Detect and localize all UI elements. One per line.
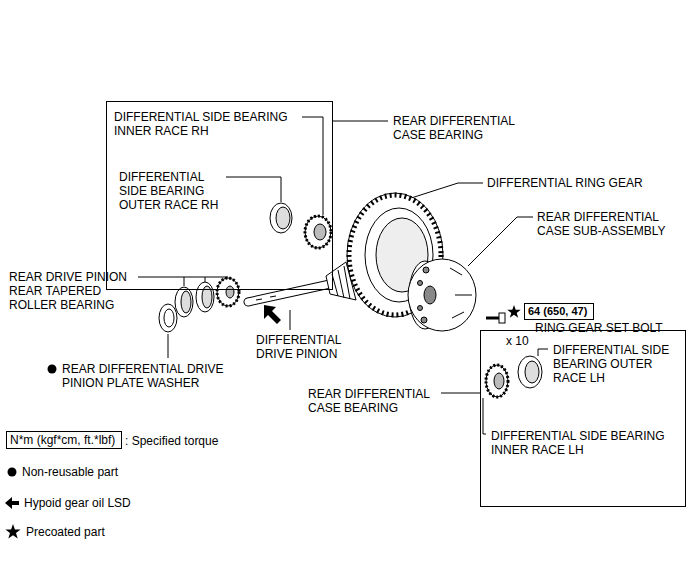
- rear-tapered-roller-bearing: [175, 278, 239, 317]
- part-label: REAR DIFFERENTIAL DRIVE PINION PLATE WAS…: [62, 362, 234, 390]
- drive-pinion: [248, 262, 356, 302]
- bearing-cone: [486, 365, 508, 397]
- precoated-star: [507, 305, 520, 318]
- pinion-shaft-face: [248, 284, 330, 302]
- legend-text: Hypoid gear oil LSD: [24, 496, 131, 510]
- legend-text: Non-reusable part: [22, 465, 118, 479]
- part-label: RING GEAR SET BOLT: [535, 321, 663, 335]
- leader-line: [333, 121, 388, 122]
- case-hub: [424, 286, 436, 304]
- washer-rim: [159, 304, 177, 332]
- bearing-race: [196, 282, 214, 312]
- pinion-shaft: [248, 284, 330, 302]
- part-label: DIFFERENTIAL RING GEAR: [487, 176, 643, 190]
- leader-line: [538, 349, 548, 356]
- torque-text: N*m (kgf*cm, ft.*lbf): [10, 433, 118, 447]
- shaft-spline: [256, 296, 276, 300]
- ring-gear-set-bolt: [486, 313, 505, 323]
- bolt-head: [499, 313, 505, 323]
- leader-line: [226, 177, 281, 202]
- leader-line: [483, 398, 486, 434]
- part-label: REAR DRIVE PINION REAR TAPERED ROLLER BE…: [9, 270, 134, 312]
- pinion-gear: [326, 262, 356, 300]
- part-label: DIFFERENTIAL SIDE BEARING INNER RACE LH: [491, 429, 681, 457]
- part-label: DIFFERENTIAL SIDE BEARING INNER RACE RH: [114, 110, 304, 138]
- bolt-hole: [423, 267, 429, 273]
- value-box: N*m (kgf*cm, ft.*lbf): [6, 431, 122, 449]
- plate-washer: [159, 304, 177, 332]
- torque-text: 64 (650, 47): [528, 305, 590, 318]
- leader-line: [302, 117, 323, 215]
- bolt-hole: [418, 306, 423, 311]
- legend-text: : Specified torque: [125, 434, 218, 448]
- bearing-bore: [494, 373, 504, 389]
- part-label: x 10: [506, 334, 529, 348]
- leader-line: [468, 217, 533, 266]
- bearing-bore: [314, 224, 326, 240]
- leader-line: [405, 183, 483, 200]
- bearing-bore: [226, 286, 234, 298]
- part-label: REAR DIFFERENTIAL CASE SUB-ASSEMBLY: [537, 210, 677, 238]
- inner-race-rh: [305, 216, 331, 248]
- part-label: DIFFERENTIAL SIDE BEARING OUTER RACE LH: [553, 343, 681, 385]
- inner-race-lh: [486, 365, 508, 397]
- washer-bore: [164, 309, 174, 327]
- part-label: DIFFERENTIAL DRIVE PINION: [256, 333, 352, 361]
- value-box: 64 (650, 47): [524, 303, 594, 320]
- race-rim: [518, 356, 542, 388]
- bearing-rollers: [486, 365, 508, 397]
- leader-line: [168, 334, 169, 358]
- ring-gear: [347, 193, 443, 317]
- gear-teeth: [349, 195, 441, 315]
- part-label: DIFFERENTIAL SIDE BEARING OUTER RACE RH: [119, 170, 225, 212]
- gear-bore: [376, 218, 428, 292]
- legend-star: [5, 524, 20, 539]
- leader-line: [138, 277, 228, 278]
- bearing-rollers: [305, 216, 331, 248]
- part-label: REAR DIFFERENTIAL CASE BEARING: [308, 387, 442, 415]
- outer-race-rh: [270, 203, 292, 233]
- group-box: REAR DIFFERENTIAL CASE BEARINGDIFFERENTI…: [480, 330, 686, 507]
- bearing-race: [175, 287, 193, 317]
- legend-dot: [8, 468, 17, 477]
- bearing-rollers: [217, 278, 239, 306]
- legend-text: Precoated part: [26, 525, 105, 539]
- gear-rim: [347, 193, 443, 317]
- leader-lines: [138, 117, 548, 434]
- race-bore: [525, 361, 539, 383]
- differential-case: [408, 259, 476, 331]
- leader-line: [290, 310, 291, 330]
- race-bore: [181, 291, 191, 313]
- bolt-hole: [421, 317, 427, 323]
- leader-line: [441, 393, 480, 394]
- case-body: [408, 259, 476, 331]
- non-reusable-dot: [48, 365, 57, 374]
- hypoid-oil-arrow: [264, 305, 281, 324]
- case-rib: [450, 268, 472, 318]
- pinion-teeth: [332, 266, 350, 299]
- group-box: DIFFERENTIAL SIDE BEARING INNER RACE RH D…: [106, 101, 333, 290]
- race-bore: [276, 207, 290, 229]
- race-rim: [270, 203, 292, 233]
- part-label: REAR DIFFERENTIAL CASE BEARING: [393, 114, 527, 142]
- bearing-cone: [217, 278, 239, 306]
- bearing-body: [305, 216, 331, 248]
- bolt-shank: [486, 317, 500, 320]
- legend-arrow: [5, 497, 19, 509]
- bolt-hole: [418, 281, 423, 286]
- outer-race-lh: [518, 356, 542, 388]
